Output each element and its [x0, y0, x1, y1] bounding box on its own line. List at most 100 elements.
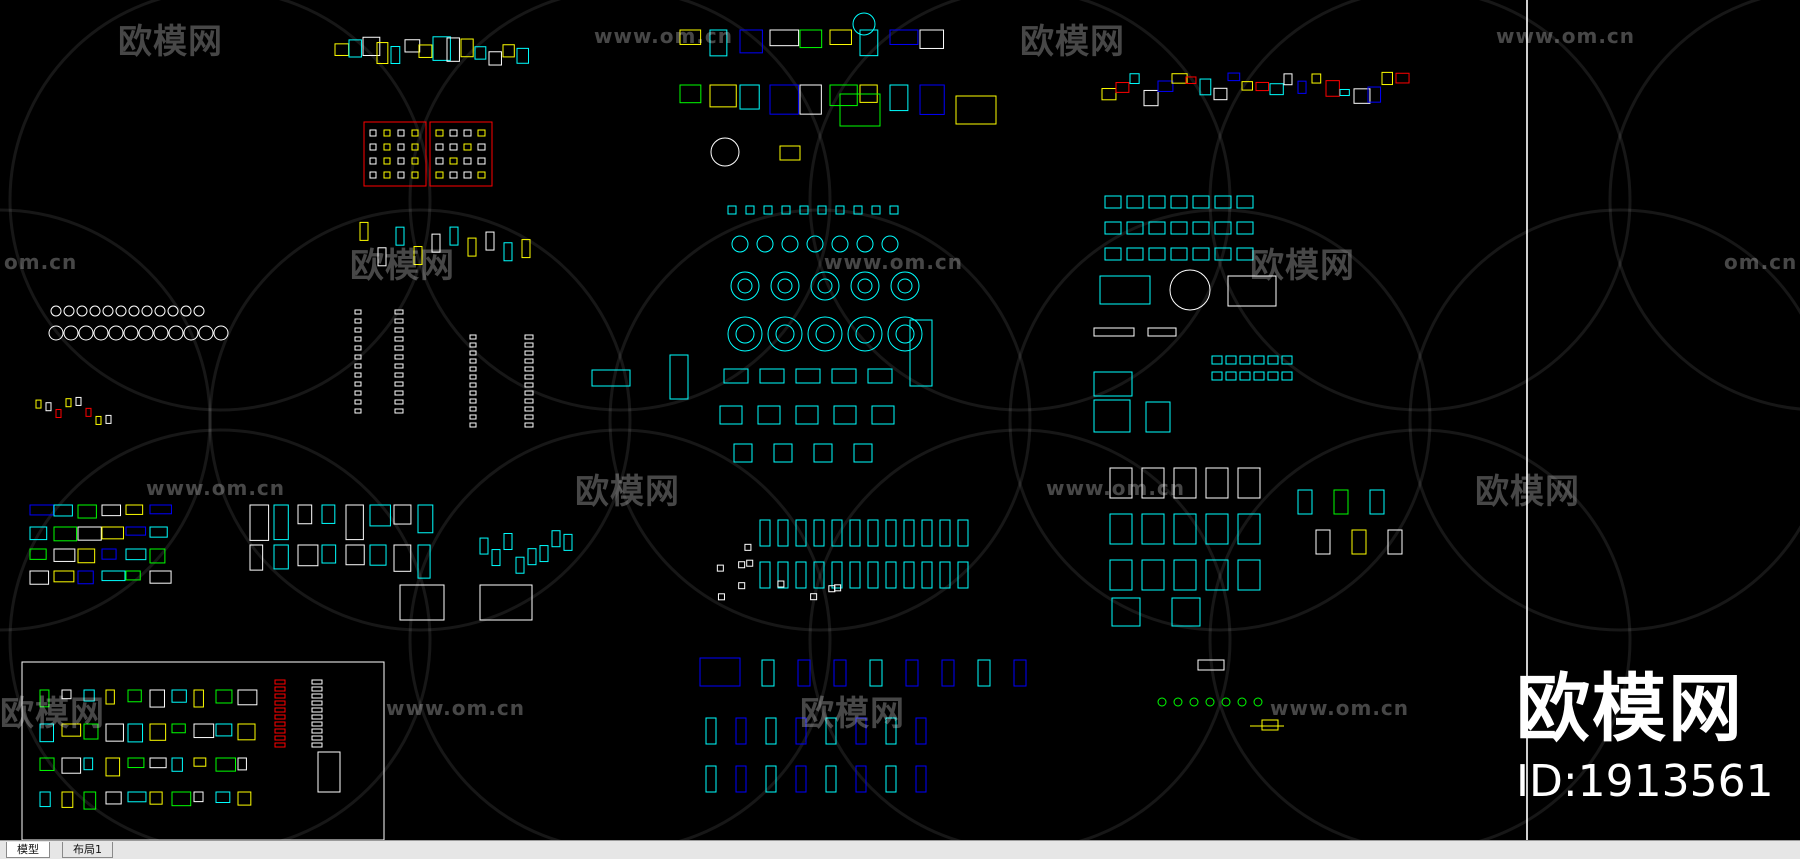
cad-block [889, 29, 919, 45]
cad-block [856, 235, 874, 253]
highlight-box [429, 121, 493, 187]
cad-block [274, 679, 286, 685]
cad-block [1205, 513, 1229, 545]
cad-block [435, 143, 444, 151]
cad-block [101, 504, 122, 517]
cad-block [850, 271, 880, 301]
cad-block [919, 84, 945, 115]
cad-block [831, 235, 849, 253]
cad-block [77, 526, 102, 541]
cad-block [39, 723, 55, 743]
cad-block [345, 544, 365, 566]
cad-block [735, 324, 755, 344]
cad-block [765, 717, 777, 745]
cad-block [1147, 327, 1177, 337]
cad-block [1239, 355, 1251, 365]
cad-block [63, 305, 75, 317]
cad-block [411, 171, 419, 179]
cad-block [867, 561, 879, 589]
cad-block [1145, 401, 1171, 433]
cad-block [469, 358, 477, 364]
cad-block [855, 717, 867, 745]
cad-block [446, 37, 460, 62]
watermark-url: www.om.cn [1496, 24, 1636, 48]
cad-block [369, 504, 391, 527]
cad-block [957, 519, 969, 547]
tab-model[interactable]: 模型 [6, 842, 50, 858]
cad-block [817, 205, 827, 215]
cad-block [524, 342, 534, 348]
cad-block [394, 372, 404, 378]
cad-block [1126, 221, 1144, 235]
cad-block [404, 39, 421, 53]
cad-block [1237, 697, 1247, 707]
cad-block [1227, 275, 1277, 307]
watermark-circle [8, 0, 432, 412]
cad-block [183, 325, 199, 341]
cad-block [887, 316, 923, 352]
cad-block [503, 242, 513, 262]
cad-block [394, 318, 404, 324]
cad-block [1227, 72, 1241, 82]
cad-block [731, 235, 749, 253]
cad-block [515, 556, 525, 574]
cad-block [1104, 195, 1122, 209]
cad-block [311, 693, 323, 699]
cad-block [770, 271, 800, 301]
watermark-circle [1408, 208, 1800, 632]
cad-block [359, 221, 369, 241]
cad-block [869, 659, 883, 687]
watermark-url: om.cn [1724, 250, 1798, 274]
cad-block [354, 345, 362, 351]
cad-block [1381, 71, 1393, 86]
watermark-logo: 欧模网 [1475, 472, 1580, 512]
cad-block [29, 526, 48, 541]
layout-tab-bar: 模型 布局1 [0, 840, 1800, 859]
cad-block [149, 526, 168, 538]
cad-block [1339, 88, 1350, 97]
watermark-logo: 欧模网 [350, 246, 455, 286]
cad-block [1115, 82, 1130, 93]
cad-block [795, 717, 807, 745]
cad-block [369, 157, 377, 165]
cad-block [799, 29, 823, 49]
cad-drawing[interactable] [0, 0, 1800, 840]
cad-block [479, 584, 533, 621]
cad-block [274, 742, 286, 748]
cad-block [1148, 247, 1166, 261]
cad-block [777, 580, 785, 588]
cad-block [1237, 467, 1261, 499]
cad-block [469, 342, 477, 348]
cad-block [411, 129, 419, 137]
cad-block [1129, 73, 1140, 85]
cad-block [273, 504, 289, 541]
cad-block [524, 422, 534, 428]
cad-block [354, 309, 362, 315]
cad-block [317, 751, 341, 793]
tab-layout1[interactable]: 布局1 [62, 842, 113, 858]
cad-block [1170, 221, 1188, 235]
cad-block [797, 659, 811, 687]
cad-block [710, 137, 740, 167]
cad-block [885, 717, 897, 745]
cad-block [957, 561, 969, 589]
cad-block [527, 548, 537, 566]
cad-block [394, 354, 404, 360]
model-space-canvas[interactable]: 欧模网 欧模网 欧模网 欧模网 欧模网 欧模网 欧模网 欧模网 www.om.c… [0, 0, 1800, 840]
cad-block [105, 791, 122, 805]
cad-block [1236, 247, 1254, 261]
cad-block [449, 143, 458, 151]
cad-block [1173, 559, 1197, 591]
cad-block [45, 402, 52, 412]
cad-block [1213, 87, 1228, 101]
cad-block [705, 717, 717, 745]
cad-block [1253, 355, 1265, 365]
cad-block [1297, 489, 1313, 515]
cad-block [1101, 88, 1117, 101]
cad-block [853, 205, 863, 215]
cad-block [167, 305, 179, 317]
cad-block [889, 205, 899, 215]
cad-block [53, 504, 73, 517]
cad-block [1214, 247, 1232, 261]
cad-block [149, 757, 167, 769]
